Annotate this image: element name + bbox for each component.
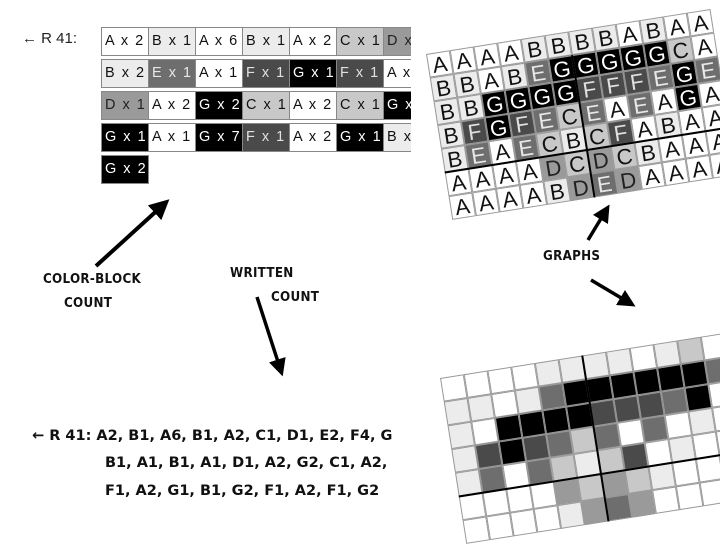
written-line: F1, A2, G1, B1, G2, F1, A2, F1, G2 <box>105 483 379 499</box>
written-count-arrow <box>257 297 280 368</box>
graphs-up-arrow <box>588 212 605 240</box>
graphs-down-arrow <box>591 280 628 302</box>
written-label-count: COUNT <box>271 290 319 305</box>
graphs-label: GRAPHS <box>543 249 600 264</box>
written-label: WRITTEN <box>230 266 294 281</box>
written-count: ← R 41: A2, B1, A6, B1, A2, C1, D1, E2, … <box>32 428 412 518</box>
written-line: B1, A1, B1, A1, D1, A2, G2, C1, A2, <box>105 455 387 471</box>
written-line: ← R 41: A2, B1, A6, B1, A2, C1, D1, E2, … <box>32 428 392 444</box>
color-block-label-count: COUNT <box>64 296 112 311</box>
color-block-arrow <box>96 206 162 266</box>
color-block-label: COLOR-BLOCK <box>43 272 141 287</box>
